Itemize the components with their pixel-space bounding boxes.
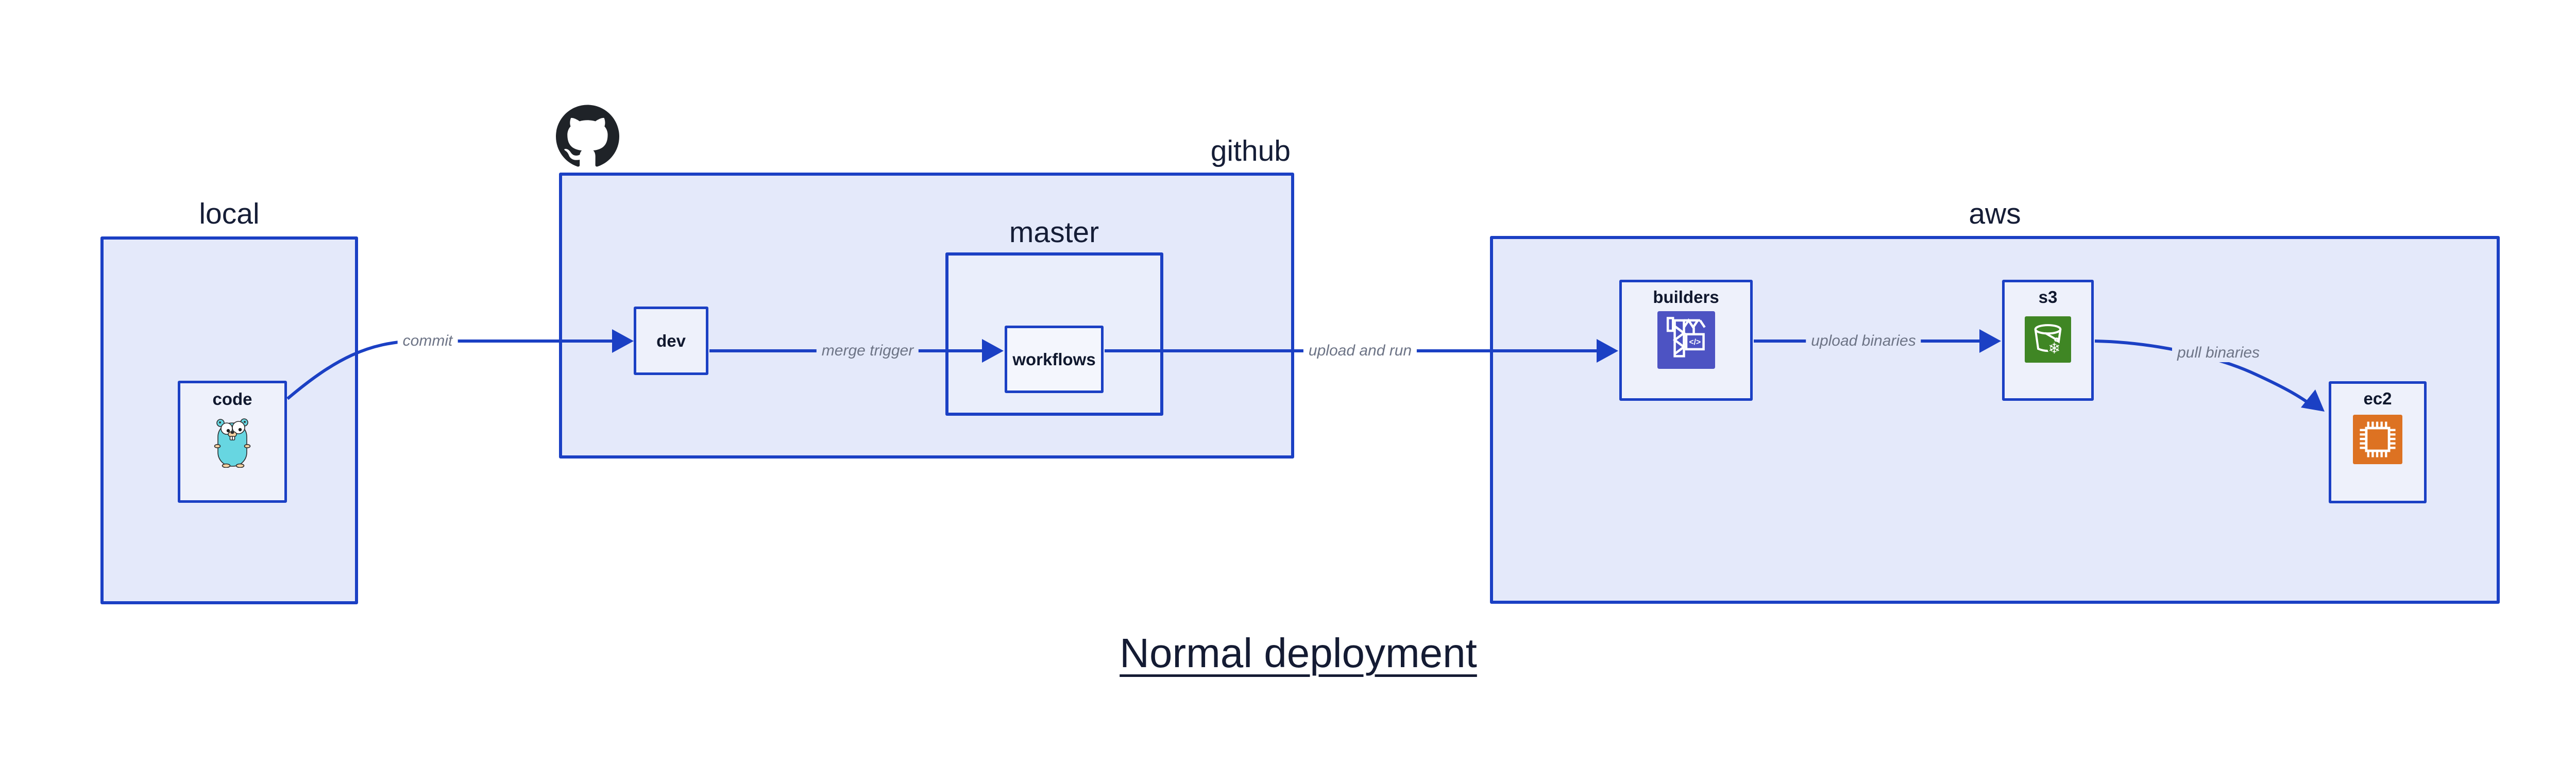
edge-label-upload-and-run: upload and run — [1303, 342, 1417, 360]
s3-node-box: s3 ❄ — [2002, 280, 2094, 401]
dev-node-box: dev — [634, 307, 708, 375]
code-node-box: code — [178, 381, 287, 503]
ec2-node-label: ec2 — [2363, 389, 2392, 408]
github-group-label: github — [1210, 134, 1291, 167]
s3-bucket-icon: ❄ — [2025, 316, 2071, 363]
dev-node-label: dev — [656, 331, 686, 350]
s3-node-label: s3 — [2038, 287, 2058, 307]
svg-text:</>: </> — [1689, 338, 1701, 347]
aws-group-label: aws — [1969, 197, 2021, 230]
svg-text:❄: ❄ — [2048, 339, 2061, 357]
master-group-label: master — [1009, 216, 1099, 249]
edge-label-merge-trigger: merge trigger — [816, 342, 919, 360]
edge-label-pull-binaries: pull binaries — [2172, 344, 2265, 362]
local-group-label: local — [199, 197, 260, 230]
ec2-chip-icon — [2353, 415, 2402, 464]
code-node-label: code — [212, 389, 252, 409]
builders-node-label: builders — [1653, 287, 1719, 307]
ec2-node-box: ec2 — [2329, 381, 2427, 503]
github-logo-icon — [556, 105, 619, 167]
workflows-node-box: workflows — [1005, 326, 1104, 393]
edge-label-upload-binaries: upload binaries — [1806, 332, 1921, 350]
go-gopher-icon — [214, 418, 251, 468]
diagram-title: Normal deployment — [1120, 630, 1477, 676]
edge-label-commit: commit — [397, 332, 458, 350]
builders-node-box: builders </> — [1619, 280, 1753, 401]
codebuild-crane-icon: </> — [1657, 311, 1715, 369]
workflows-node-label: workflows — [1012, 349, 1096, 369]
